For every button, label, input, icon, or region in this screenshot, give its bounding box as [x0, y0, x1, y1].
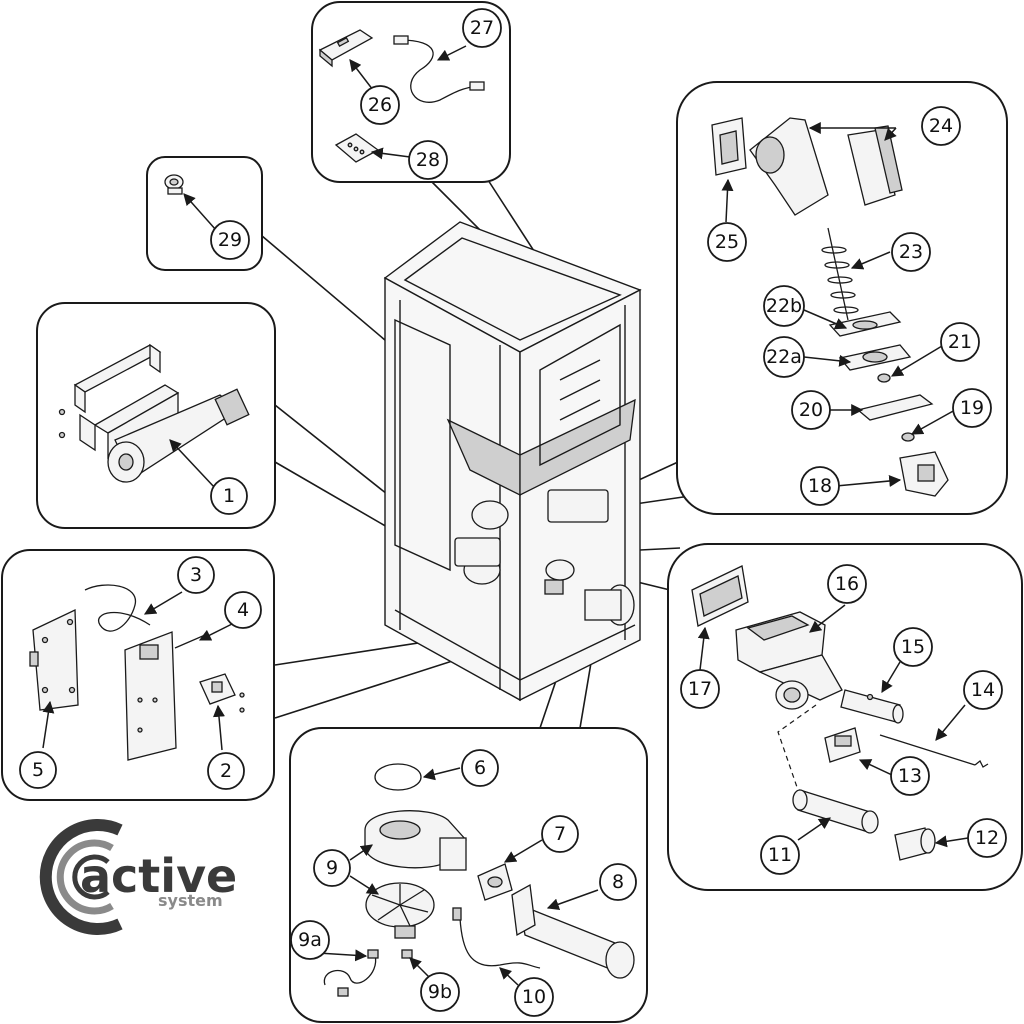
logo-brand-text: active [80, 849, 237, 903]
svg-text:4: 4 [237, 599, 249, 621]
brand-logo: active system [39, 819, 237, 935]
callout-18: 18 [800, 466, 840, 506]
callout-1: 1 [210, 477, 248, 515]
panel-burner-assembly [667, 543, 1023, 891]
svg-text:16: 16 [835, 573, 859, 595]
svg-text:9b: 9b [428, 981, 452, 1003]
panel-feeder-auger [676, 81, 1008, 515]
callout-2: 2 [207, 752, 245, 790]
svg-text:25: 25 [715, 231, 739, 253]
svg-text:6: 6 [474, 757, 486, 779]
callout-3: 3 [177, 556, 215, 594]
callout-29: 29 [210, 220, 250, 260]
panel-gear-motor [36, 302, 276, 529]
callout-8: 8 [599, 863, 637, 901]
svg-text:12: 12 [975, 827, 999, 849]
logo-subtitle-text: system [158, 891, 223, 910]
callout-9b: 9b [420, 972, 460, 1012]
svg-text:11: 11 [768, 844, 792, 866]
callout-5: 5 [19, 751, 57, 789]
callout-4: 4 [224, 591, 262, 629]
callout-20: 20 [791, 390, 831, 430]
callout-22b: 22b [763, 285, 805, 327]
callout-25: 25 [707, 222, 747, 262]
callout-7: 7 [541, 815, 579, 853]
callout-17: 17 [680, 669, 720, 709]
callout-13: 13 [890, 756, 930, 796]
svg-text:3: 3 [190, 564, 202, 586]
svg-text:23: 23 [899, 241, 923, 263]
callout-27: 27 [462, 8, 502, 48]
svg-text:24: 24 [929, 115, 953, 137]
callout-12: 12 [967, 818, 1007, 858]
callout-11: 11 [760, 835, 800, 875]
svg-text:26: 26 [368, 94, 392, 116]
svg-text:22b: 22b [766, 295, 802, 317]
svg-text:9a: 9a [298, 929, 322, 951]
svg-text:20: 20 [799, 399, 823, 421]
svg-text:5: 5 [32, 759, 44, 781]
svg-text:17: 17 [688, 678, 712, 700]
svg-text:29: 29 [218, 229, 242, 251]
svg-text:21: 21 [948, 331, 972, 353]
panel-electronics-top [311, 1, 511, 183]
callout-14: 14 [963, 670, 1003, 710]
callout-15: 15 [893, 627, 933, 667]
callout-6: 6 [461, 749, 499, 787]
svg-text:2: 2 [220, 760, 232, 782]
svg-text:22a: 22a [766, 346, 802, 368]
svg-text:28: 28 [416, 149, 440, 171]
callout-10: 10 [514, 977, 554, 1017]
callout-24: 24 [921, 106, 961, 146]
svg-text:1: 1 [223, 485, 235, 507]
panel-fan-exhaust [289, 727, 648, 1023]
svg-text:14: 14 [971, 679, 995, 701]
main-stove-frame [383, 221, 642, 702]
callout-26: 26 [360, 85, 400, 125]
callout-23: 23 [891, 232, 931, 272]
callout-28: 28 [408, 140, 448, 180]
callout-labels: 1 2 3 4 5 6 7 8 9 9a 9b 10 11 12 13 14 1… [19, 8, 1007, 1017]
svg-text:7: 7 [554, 823, 566, 845]
svg-text:19: 19 [960, 397, 984, 419]
svg-text:9: 9 [326, 857, 338, 879]
svg-text:18: 18 [808, 475, 832, 497]
callout-9: 9 [313, 849, 351, 887]
svg-text:13: 13 [898, 765, 922, 787]
svg-text:8: 8 [612, 871, 624, 893]
svg-text:15: 15 [901, 636, 925, 658]
panel-control-board [1, 549, 275, 801]
callout-16: 16 [827, 564, 867, 604]
svg-text:10: 10 [522, 986, 546, 1008]
callout-21: 21 [940, 322, 980, 362]
callout-9a: 9a [290, 920, 330, 960]
callout-22a: 22a [763, 336, 805, 378]
callout-19: 19 [952, 388, 992, 428]
svg-text:27: 27 [470, 17, 494, 39]
